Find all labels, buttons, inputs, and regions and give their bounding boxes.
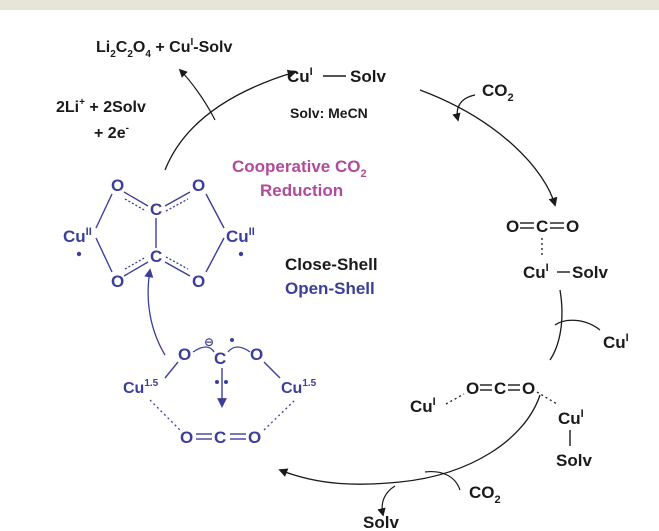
top-band bbox=[0, 0, 659, 10]
svg-text:O: O bbox=[466, 379, 479, 398]
cycle-arc-right-lower bbox=[399, 394, 541, 483]
bridged-dimer: CuI O C O CuI Solv bbox=[410, 379, 592, 470]
center-title-line1: Cooperative CO2 bbox=[232, 157, 367, 180]
svg-text:C: C bbox=[536, 217, 548, 236]
cycle-arc-bottom bbox=[278, 468, 401, 485]
co2-in-right-label: CO2 bbox=[482, 81, 514, 104]
cycle-arc-top-right bbox=[419, 89, 558, 207]
co2-in-arrow-right bbox=[452, 94, 476, 122]
svg-text:Solv: Solv bbox=[556, 451, 592, 470]
reagents-line2: + 2e- bbox=[94, 123, 129, 142]
svg-text:CuI: CuI bbox=[410, 396, 436, 416]
cycle-arc-top-left bbox=[164, 69, 297, 171]
svg-text:O: O bbox=[192, 272, 205, 291]
svg-text:C: C bbox=[150, 247, 162, 266]
legend-open-shell: Open-Shell bbox=[285, 279, 375, 298]
svg-text:Solv: Solv bbox=[572, 263, 608, 282]
svg-text:CuII: CuII bbox=[226, 226, 255, 246]
svg-text:C: C bbox=[214, 428, 226, 447]
center-title-line2: Reduction bbox=[260, 181, 343, 200]
top-cu-label: CuI bbox=[287, 66, 313, 86]
svg-text:Cu1.5: Cu1.5 bbox=[123, 378, 159, 397]
svg-text:O: O bbox=[111, 176, 124, 195]
svg-text:C: C bbox=[494, 379, 506, 398]
svg-text:CuII: CuII bbox=[63, 226, 92, 246]
svg-text:O: O bbox=[180, 428, 193, 447]
top-solv-label: Solv bbox=[350, 67, 386, 86]
solv-out-arrow bbox=[377, 485, 396, 517]
radical-intermediate: Cu1.5 O ⊖ C O Cu1.5 O C O bbox=[123, 335, 317, 447]
co2-in-arrow-bottom bbox=[424, 470, 461, 491]
cycle-arc-right bbox=[549, 289, 563, 361]
product-label: Li2C2O4 + CuI-Solv bbox=[96, 37, 232, 60]
svg-text:⊖: ⊖ bbox=[204, 335, 214, 349]
co2-in-bottom-label: CO2 bbox=[469, 483, 501, 506]
svg-text:O: O bbox=[111, 272, 124, 291]
solvent-note: Solv: MeCN bbox=[290, 105, 368, 121]
reagents-line1: 2Li+ + 2Solv bbox=[56, 97, 146, 116]
svg-text:O: O bbox=[178, 345, 191, 364]
co2-adduct: O C O CuI Solv bbox=[506, 217, 608, 282]
svg-text:CuI: CuI bbox=[558, 408, 584, 428]
solv-out-label: Solv bbox=[363, 513, 399, 531]
product-out-arrow bbox=[178, 68, 216, 121]
cycle-arc-left bbox=[144, 268, 166, 356]
svg-text:O: O bbox=[506, 217, 519, 236]
legend-close-shell: Close-Shell bbox=[285, 255, 378, 274]
svg-text:O: O bbox=[250, 345, 263, 364]
svg-text:Cu1.5: Cu1.5 bbox=[281, 378, 317, 397]
cu-in-label: CuI bbox=[603, 332, 629, 352]
svg-text:C: C bbox=[150, 200, 162, 219]
svg-text:O: O bbox=[192, 176, 205, 195]
cu-in-arrow bbox=[554, 319, 601, 331]
svg-text:O: O bbox=[522, 379, 535, 398]
oxalate-complex: O O C C O O CuII CuII bbox=[63, 176, 255, 291]
svg-text:C: C bbox=[214, 349, 226, 368]
svg-text:O: O bbox=[566, 217, 579, 236]
svg-text:CuI: CuI bbox=[523, 262, 549, 282]
svg-text:O: O bbox=[248, 428, 261, 447]
